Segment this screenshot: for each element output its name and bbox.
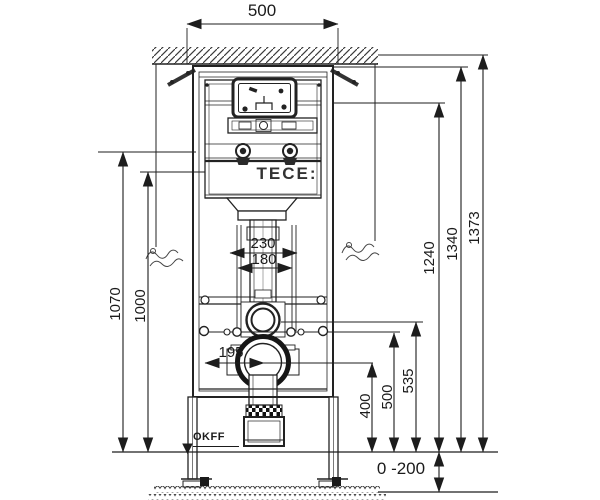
flush-bend-pipe	[225, 197, 299, 378]
dim-label-left-inner: 1000	[132, 289, 149, 323]
wall-section	[145, 47, 488, 267]
protection-plate	[227, 117, 318, 134]
dim-label-flushpipe-height: 535	[400, 368, 417, 394]
dim-label-rods-outer: 230	[250, 235, 276, 252]
dim-label-drain-height: 400	[357, 393, 374, 419]
drain-outlet	[226, 334, 300, 447]
dim-label-total-height: 1373	[466, 211, 483, 245]
bolt-rail	[205, 143, 321, 199]
floor-hatch	[148, 486, 386, 500]
dim-label-upper-rail: 1240	[421, 241, 438, 275]
wc-fixing-row	[198, 321, 423, 337]
dim-label-top-bar: 1340	[444, 227, 461, 261]
dim-label-floor-adjust: 0 -200	[376, 459, 426, 478]
dim-label-width-top: 500	[247, 1, 277, 20]
wall-hatch-band	[152, 47, 378, 64]
flush-plate-window	[231, 77, 298, 119]
pipe-clamp	[245, 404, 283, 418]
dimension-lines	[98, 18, 498, 493]
floor-level-marker: OKFF	[193, 429, 239, 447]
dim-label-drain-offset: 195	[218, 344, 244, 361]
tece-logo: TECE:	[256, 164, 318, 183]
dim-label-left-outer: 1070	[107, 287, 124, 321]
dim-label-fixing-height: 500	[379, 384, 396, 410]
dim-label-rods-inner: 180	[251, 251, 277, 268]
frame-legs	[181, 388, 348, 488]
floor-level-triangle	[182, 443, 193, 455]
wall-brackets	[167, 68, 359, 87]
